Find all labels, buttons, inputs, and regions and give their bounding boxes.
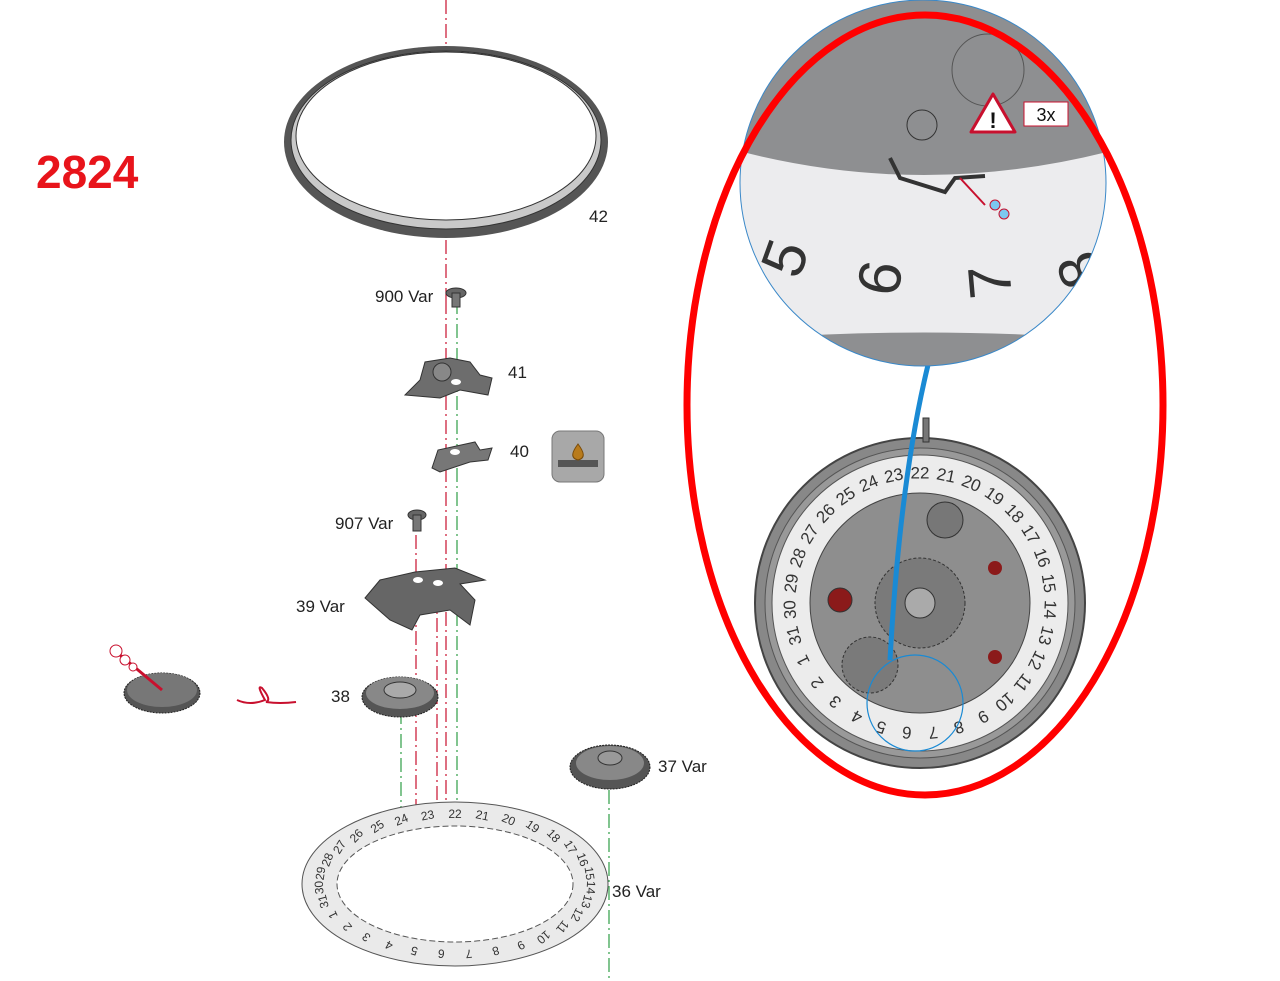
- date-number: 29: [781, 573, 803, 595]
- magnified-digit: 7: [955, 262, 1025, 301]
- part-41-bridge: [403, 357, 493, 399]
- date-number: 31: [783, 624, 806, 647]
- part-38-gear: [361, 676, 439, 718]
- label-37-var: 37 Var: [658, 757, 707, 776]
- date-number: 6: [437, 946, 445, 961]
- part-37-gear: [569, 744, 651, 790]
- label-38: 38: [331, 687, 350, 706]
- part-907-screw: [407, 509, 427, 532]
- label-42: 42: [589, 207, 608, 226]
- date-number: 21: [474, 807, 490, 823]
- date-number: 14: [583, 881, 598, 895]
- date-number: 15: [582, 866, 598, 882]
- date-number: 13: [578, 893, 595, 910]
- date-number: 31: [315, 893, 332, 910]
- date-number: 5: [409, 943, 420, 958]
- date-number: 14: [1040, 600, 1060, 620]
- label-36-var: 36 Var: [612, 882, 661, 901]
- date-number: 16: [574, 851, 592, 869]
- date-number: 24: [392, 810, 410, 828]
- date-number: 29: [313, 865, 329, 881]
- label-41: 41: [508, 363, 527, 382]
- part-42-casing-ring: [284, 46, 608, 238]
- part-40-spring: [431, 441, 493, 473]
- detail-connector-line: [887, 364, 931, 661]
- date-number: 22: [448, 807, 462, 821]
- rotation-arrow-icon: [236, 686, 297, 704]
- highlight-ellipse: [683, 11, 1167, 799]
- date-number: 23: [883, 464, 905, 486]
- date-number: 7: [464, 946, 472, 961]
- date-number: 28: [319, 851, 337, 869]
- label-900-var: 900 Var: [375, 287, 434, 306]
- oil-lubrication-icon: [551, 430, 605, 483]
- date-number: 23: [420, 807, 436, 823]
- date-number: 22: [911, 464, 930, 483]
- part-39-plate: [364, 567, 487, 631]
- date-number: 15: [1038, 573, 1060, 595]
- date-number: 8: [490, 943, 501, 958]
- date-number: 20: [500, 811, 518, 829]
- date-number: 30: [312, 880, 327, 894]
- date-number: 21: [935, 464, 957, 486]
- oil-applicator-icon: [109, 644, 201, 714]
- warning-icon: !: [969, 92, 1017, 134]
- calibre-title: 2824: [36, 146, 139, 198]
- date-number: 30: [780, 600, 800, 620]
- warning-count-box: [1023, 101, 1069, 127]
- date-number: 12: [568, 906, 587, 924]
- label-40: 40: [510, 442, 529, 461]
- label-39-var: 39 Var: [296, 597, 345, 616]
- label-907-var: 907 Var: [335, 514, 394, 533]
- date-number: 7: [927, 722, 938, 742]
- date-number: 6: [901, 722, 912, 742]
- part-900-screw: [445, 287, 467, 308]
- date-number: 13: [1034, 624, 1057, 647]
- warning-count: 3x: [1036, 105, 1055, 125]
- svg-text:!: !: [989, 108, 996, 133]
